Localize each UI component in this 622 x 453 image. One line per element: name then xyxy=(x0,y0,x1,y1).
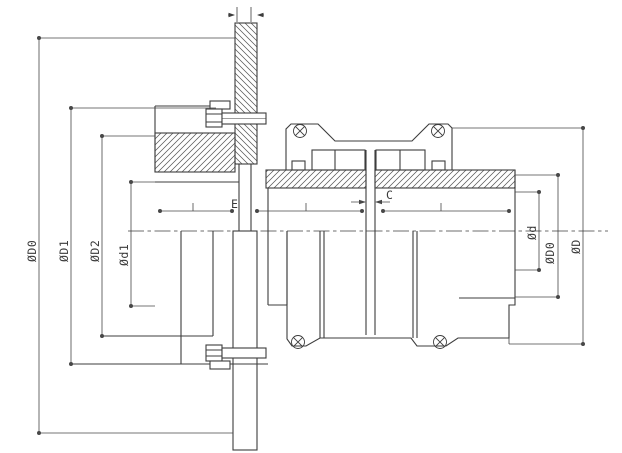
seal-notch-right xyxy=(431,160,446,171)
upper-bolt xyxy=(205,100,267,128)
label-d-right: Ød xyxy=(525,225,539,240)
dim-right-sleeve-length xyxy=(381,203,511,213)
hub-section-hatch xyxy=(154,132,236,173)
gear-teeth-left xyxy=(311,149,366,171)
dim-d1-left xyxy=(129,180,155,308)
bolt-symbol-top-left xyxy=(293,124,307,138)
brake-disc-upper-section xyxy=(234,22,258,165)
lower-bolt-shaft xyxy=(221,347,267,359)
label-C: C xyxy=(386,188,393,202)
sleeve-bracket-profile xyxy=(285,123,453,170)
bolt-symbol-bottom-left xyxy=(291,335,305,349)
dim-D0-right xyxy=(515,173,560,299)
label-D-right: ØD xyxy=(569,239,583,254)
label-d1-left: Ød1 xyxy=(117,244,131,266)
dimension-labels: ØD0 ØD1 ØD2 Ød1 Ød ØD0 ØD E C xyxy=(25,188,583,266)
dim-left-sleeve-length xyxy=(255,203,364,213)
lower-bolt-washer xyxy=(209,360,231,370)
bolt-symbol-top-right xyxy=(431,124,445,138)
label-D1-left: ØD1 xyxy=(57,240,71,262)
label-E: E xyxy=(231,197,238,211)
left-hub-flange xyxy=(70,100,268,370)
label-D0-left: ØD0 xyxy=(25,240,39,262)
dim-C-gap xyxy=(351,199,390,205)
sleeve-barrel-bottom xyxy=(286,170,516,347)
label-D2-left: ØD2 xyxy=(88,240,102,262)
label-D0-right: ØD0 xyxy=(543,242,557,264)
barrel-inner-edges xyxy=(319,231,418,338)
right-hub-butt xyxy=(267,188,288,306)
plate-thickness-marks xyxy=(228,7,264,22)
dim-E-hub-length xyxy=(158,203,234,213)
dim-D2-left xyxy=(100,134,155,338)
brake-disc-stem xyxy=(238,164,252,231)
dim-D-right xyxy=(452,126,585,346)
sleeve-flange-hatch-right xyxy=(374,169,516,189)
dim-D1-left xyxy=(69,106,216,366)
seal-notch-left xyxy=(291,160,306,171)
flange-bolt-symbols xyxy=(291,124,447,349)
lower-bolt-head xyxy=(205,344,223,362)
brake-disc-lower xyxy=(232,230,258,451)
dimension-lines xyxy=(37,36,585,435)
brake-disc-plate xyxy=(228,7,264,451)
lower-bolt xyxy=(205,344,267,370)
right-coupling-sleeve xyxy=(265,123,516,349)
half-sleeve-split-lines xyxy=(365,150,376,335)
dim-D0-left xyxy=(37,36,235,435)
sleeve-flange-hatch-left xyxy=(265,169,367,189)
upper-bolt-head xyxy=(205,108,223,128)
bolt-symbol-bottom-right xyxy=(433,335,447,349)
